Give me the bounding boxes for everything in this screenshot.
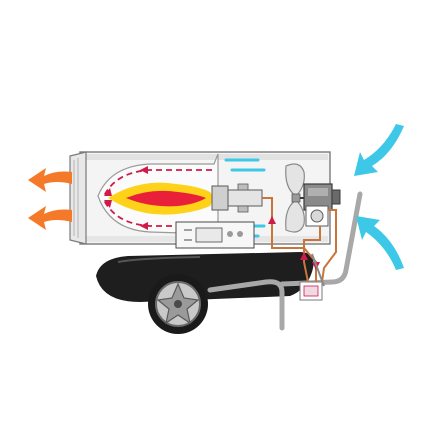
fuel-pickup-tube (311, 253, 325, 287)
fuel-tank (96, 252, 314, 302)
outlet-nozzle (69, 151, 87, 245)
combustion-flow (103, 169, 212, 227)
fuel-tank-highlight (117, 256, 201, 263)
frame (207, 191, 363, 331)
control-box (175, 221, 255, 249)
housing-shading-top (82, 154, 328, 160)
combustion-flow-arrowheads (104, 166, 148, 230)
fuel-filter-icon (299, 205, 329, 301)
burner-head (211, 183, 263, 213)
hot-air-arrow-icon (28, 168, 72, 230)
cold-air-arrow-icon (354, 124, 404, 270)
wheel-icon (148, 274, 208, 334)
fan-icon (285, 163, 305, 233)
flame-icon (108, 182, 214, 215)
